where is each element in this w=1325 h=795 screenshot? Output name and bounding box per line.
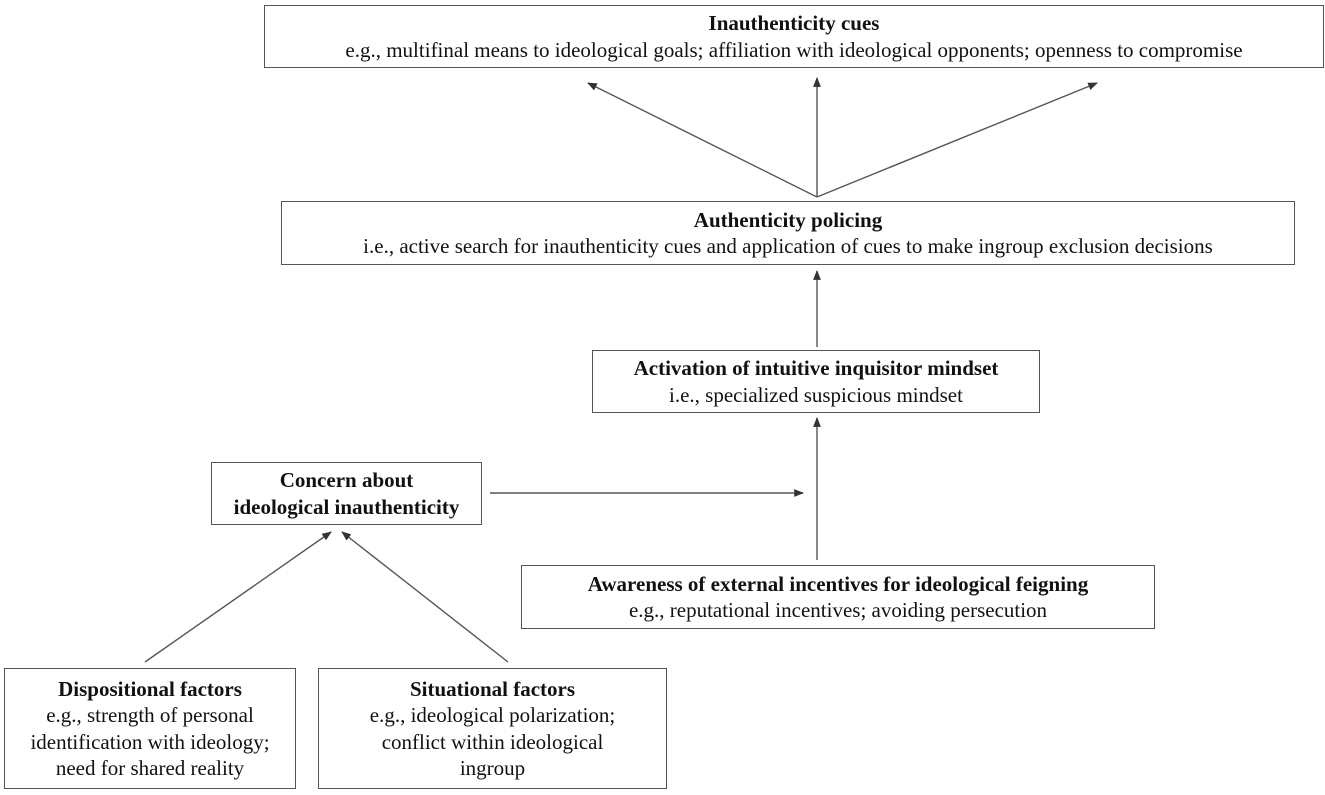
- node-inauthenticity-cues: Inauthenticity cues e.g., multifinal mea…: [264, 5, 1324, 68]
- node-situational-line3: ingroup: [459, 755, 526, 780]
- node-dispositional-line3: need for shared reality: [55, 755, 245, 780]
- node-dispositional-line1: e.g., strength of personal: [46, 703, 254, 728]
- node-authenticity-policing-title: Authenticity policing: [693, 207, 883, 232]
- node-inquisitor-mindset-title: Activation of intuitive inquisitor minds…: [633, 356, 999, 381]
- node-concern: Concern about ideological inauthenticity: [211, 462, 482, 525]
- arrow-dispositional-to-concern: [144, 531, 332, 663]
- node-awareness-body: e.g., reputational incentives; avoiding …: [628, 598, 1048, 622]
- node-dispositional-title: Dispositional factors: [58, 677, 242, 701]
- node-situational-factors: Situational factors e.g., ideological po…: [318, 668, 667, 789]
- arrow-policing-to-cues-left: [587, 82, 818, 198]
- node-inquisitor-mindset-body: i.e., specialized suspicious mindset: [669, 382, 963, 407]
- node-concern-title-line1: Concern about: [279, 468, 414, 493]
- node-dispositional-line2: identification with ideology;: [30, 729, 270, 754]
- node-situational-line1: e.g., ideological polarization;: [369, 703, 616, 728]
- node-inquisitor-mindset: Activation of intuitive inquisitor minds…: [592, 350, 1040, 413]
- node-situational-line2: conflict within ideological: [381, 729, 604, 754]
- node-situational-title: Situational factors: [409, 677, 576, 701]
- arrow-situational-to-concern: [341, 531, 509, 663]
- node-authenticity-policing: Authenticity policing i.e., active searc…: [281, 201, 1295, 265]
- node-dispositional-factors: Dispositional factors e.g., strength of …: [4, 668, 296, 789]
- node-concern-title-line2: ideological inauthenticity: [233, 494, 460, 519]
- node-awareness-title: Awareness of external incentives for ide…: [587, 571, 1089, 596]
- node-inauthenticity-cues-body: e.g., multifinal means to ideological go…: [345, 37, 1243, 62]
- node-awareness: Awareness of external incentives for ide…: [521, 565, 1155, 629]
- node-authenticity-policing-body: i.e., active search for inauthenticity c…: [363, 234, 1213, 258]
- arrow-policing-to-cues-right: [816, 82, 1098, 198]
- node-inauthenticity-cues-title: Inauthenticity cues: [708, 11, 880, 36]
